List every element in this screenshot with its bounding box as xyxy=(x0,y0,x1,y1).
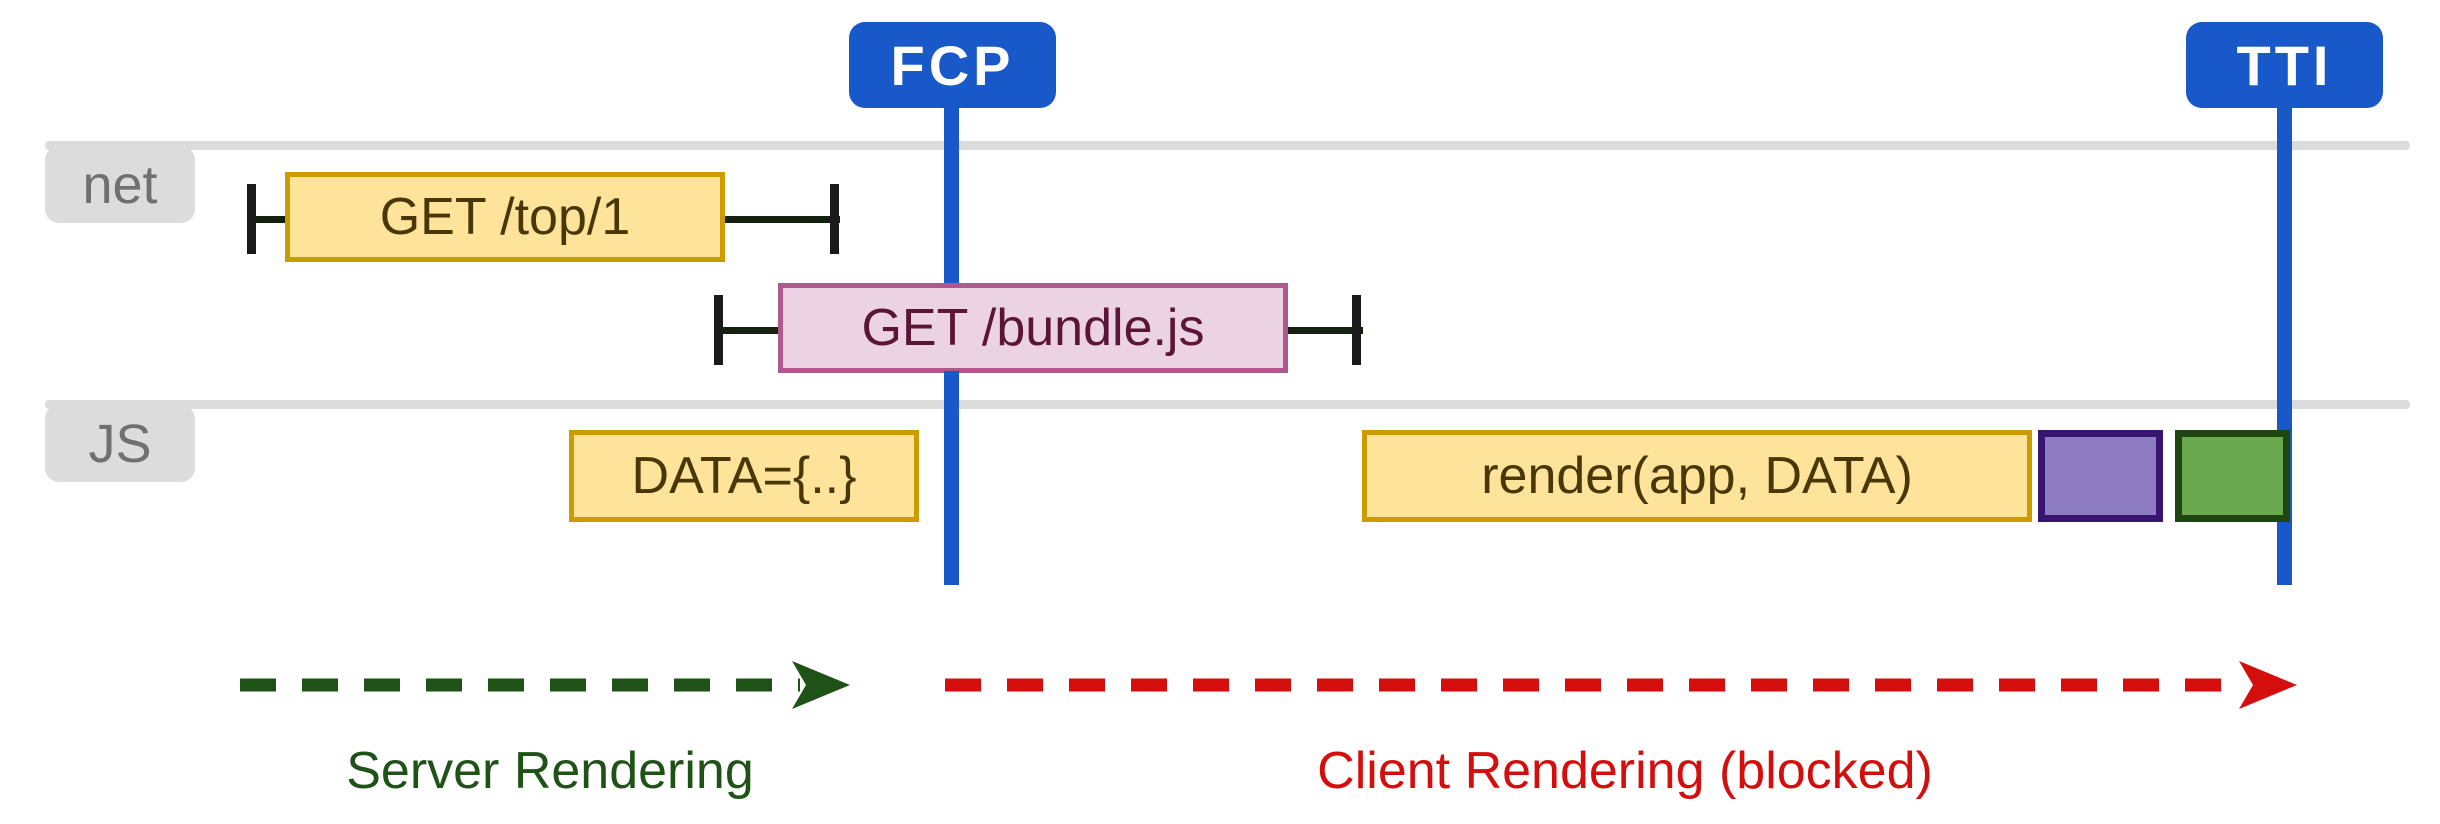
lane-label-net: net xyxy=(45,146,195,223)
phase-server-rendering: Server Rendering xyxy=(240,655,860,805)
lane-label-net-text: net xyxy=(82,154,158,215)
arrow-right-icon-server xyxy=(240,661,850,709)
phase-server-rendering-label: Server Rendering xyxy=(346,742,754,800)
whisker-cap-right-get-top xyxy=(830,184,839,254)
whisker-cap-left-get-bundle xyxy=(714,295,723,365)
bar-render-call[interactable]: render(app, DATA) xyxy=(1362,430,2032,522)
marker-line-fcp-lower xyxy=(944,371,959,585)
bar-get-top-label: GET /top/1 xyxy=(379,188,631,246)
bar-get-bundle-label: GET /bundle.js xyxy=(861,299,1205,357)
phase-client-rendering-label: Client Rendering (blocked) xyxy=(1317,742,1933,800)
marker-badge-tti-label: TTI xyxy=(2236,33,2333,97)
bar-task-purple[interactable] xyxy=(2038,430,2163,522)
phase-client-rendering: Client Rendering (blocked) xyxy=(945,655,2305,805)
bar-task-green[interactable] xyxy=(2175,430,2290,522)
whisker-cap-right-get-bundle xyxy=(1352,295,1361,365)
lane-rule-net xyxy=(45,141,2410,150)
arrow-right-icon-client xyxy=(945,661,2297,709)
bar-get-bundle[interactable]: GET /bundle.js xyxy=(778,283,1288,373)
bar-render-call-label: render(app, DATA) xyxy=(1481,447,1913,505)
bar-data-assign[interactable]: DATA={..} xyxy=(569,430,919,522)
lane-label-js-text: JS xyxy=(88,413,152,474)
bar-data-assign-label: DATA={..} xyxy=(631,447,857,505)
marker-badge-fcp-label: FCP xyxy=(890,33,1015,97)
marker-badge-tti[interactable]: TTI xyxy=(2186,22,2383,108)
lane-label-js: JS xyxy=(45,405,195,482)
whisker-cap-left-get-top xyxy=(247,184,256,254)
marker-line-fcp-upper xyxy=(944,105,959,285)
lane-rule-js xyxy=(45,400,2410,409)
bar-get-top[interactable]: GET /top/1 xyxy=(285,172,725,262)
marker-badge-fcp[interactable]: FCP xyxy=(849,22,1056,108)
